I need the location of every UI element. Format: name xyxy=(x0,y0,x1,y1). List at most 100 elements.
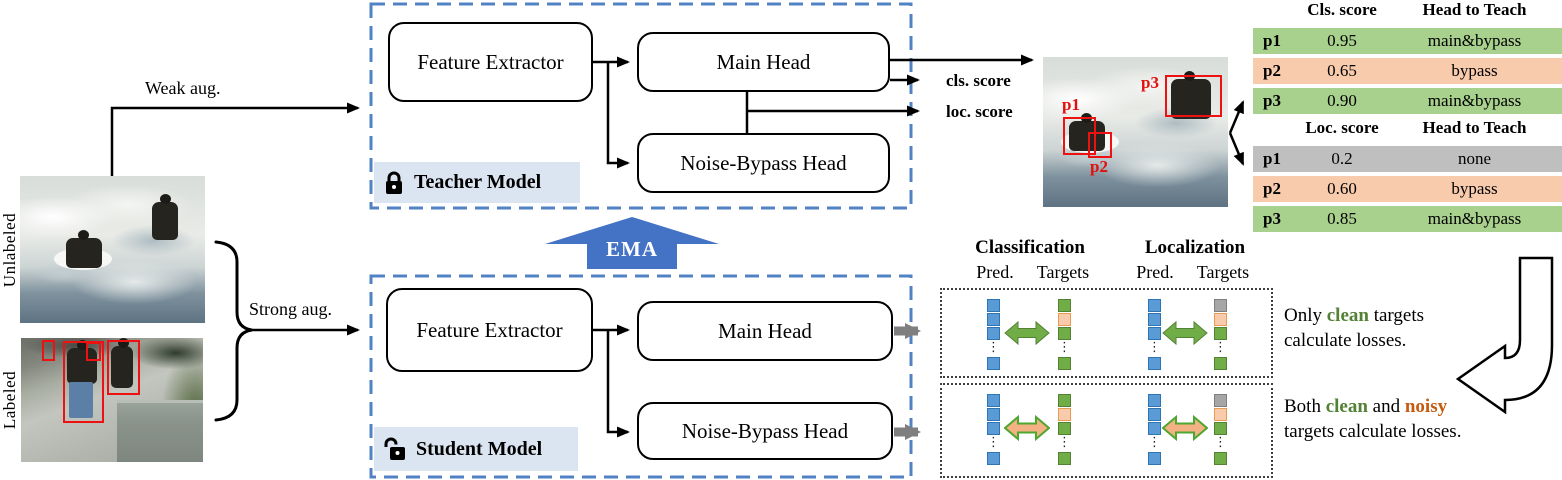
row-id: p1 xyxy=(1263,149,1281,168)
clean-compare-arrow xyxy=(1162,320,1208,346)
gt-bbox xyxy=(107,340,140,395)
classification-header: Classification xyxy=(975,237,1085,258)
pred-bbox-p1 xyxy=(1063,117,1096,155)
blue-square xyxy=(987,394,1000,407)
noisy-compare-arrow xyxy=(1004,414,1050,442)
row-teach: main&bypass xyxy=(1427,31,1522,50)
loc-pred-column: ⋮ xyxy=(1148,299,1161,370)
surfer-figure xyxy=(66,230,102,268)
table-row: p2 0.60 bypass xyxy=(1253,176,1562,202)
pseudo-label-image: p1 p2 p3 xyxy=(1043,57,1228,207)
row-teach: main&bypass xyxy=(1427,209,1522,228)
swimmer-figure xyxy=(152,194,178,240)
unlabeled-axis-label: Unlabeled xyxy=(0,212,19,288)
clean-word: clean xyxy=(1325,396,1368,417)
gray-square xyxy=(1214,299,1227,312)
cls-score-header: Cls. score xyxy=(1307,0,1377,19)
gt-bbox xyxy=(86,342,101,361)
row-teach: none xyxy=(1457,149,1492,168)
loc-targets-column: ⋮ xyxy=(1214,394,1227,465)
blue-square xyxy=(1148,394,1161,407)
note-text: and xyxy=(1367,396,1405,417)
gt-bbox xyxy=(42,340,55,361)
note-text: Only xyxy=(1284,305,1327,326)
row-id: p1 xyxy=(1263,31,1281,50)
teacher-fe-to-bypass-arrow xyxy=(606,62,630,169)
row-teach: bypass xyxy=(1451,179,1498,198)
pred-label-p3: p3 xyxy=(1141,73,1159,92)
teacher-feature-extractor-box: Feature Extractor xyxy=(388,22,593,102)
note-text: calculate losses. xyxy=(1284,330,1407,352)
noisy-compare-arrow xyxy=(1162,414,1208,442)
green-square xyxy=(1058,357,1071,370)
row-score: 0.60 xyxy=(1327,179,1357,198)
pedestrian-figure xyxy=(111,338,133,388)
note-text: targets calculate losses. xyxy=(1284,421,1462,443)
student-noise-bypass-label: Noise-Bypass Head xyxy=(681,418,849,443)
ellipsis: ⋮ xyxy=(1214,340,1227,355)
pred-bbox-p2 xyxy=(1088,132,1112,158)
pred-bbox-p3 xyxy=(1165,75,1222,117)
blue-square xyxy=(1148,357,1161,370)
row-score: 0.2 xyxy=(1331,149,1353,168)
note-text: targets xyxy=(1368,305,1425,326)
strong-aug-label: Strong aug. xyxy=(249,299,332,319)
blue-square xyxy=(1148,452,1161,465)
student-main-head-box: Main Head xyxy=(637,301,893,361)
tables-to-loss-arrow xyxy=(1455,256,1554,415)
green-square xyxy=(1058,299,1071,312)
row-score: 0.90 xyxy=(1327,91,1357,110)
blue-square xyxy=(987,313,1000,326)
loc-targets-header: Targets xyxy=(1196,262,1250,282)
blue-square xyxy=(987,452,1000,465)
blue-square xyxy=(1148,313,1161,326)
ellipsis: ⋮ xyxy=(1214,435,1227,450)
cls-targets-column: ⋮ xyxy=(1058,299,1071,370)
orange-square xyxy=(1058,408,1071,421)
ellipsis: ⋮ xyxy=(1148,340,1161,355)
table-row: p1 0.2 none xyxy=(1253,146,1562,172)
labeled-axis-label: Labeled xyxy=(0,370,19,430)
clean-word: clean xyxy=(1326,305,1369,326)
orange-square xyxy=(1058,313,1071,326)
cls-targets-header: Targets xyxy=(1036,262,1090,282)
row-id: p2 xyxy=(1263,179,1281,198)
student-feature-extractor-box: Feature Extractor xyxy=(386,288,593,372)
green-square xyxy=(1214,422,1227,435)
blue-square xyxy=(1148,408,1161,421)
green-square xyxy=(1058,422,1071,435)
labeled-image xyxy=(21,338,203,462)
weak-aug-label: Weak aug. xyxy=(145,78,221,98)
green-square xyxy=(1214,452,1227,465)
ema-label: EMA xyxy=(606,237,658,261)
noisy-loss-note: Both clean and noisy targets calculate l… xyxy=(1284,394,1504,445)
green-square xyxy=(1214,327,1227,340)
table-row: p2 0.65 bypass xyxy=(1253,58,1562,84)
orange-square xyxy=(1214,313,1227,326)
to-cls-table-arrow xyxy=(1228,100,1245,134)
ellipsis: ⋮ xyxy=(1058,435,1071,450)
clean-loss-note: Only clean targets calculate losses. xyxy=(1284,303,1469,354)
green-square xyxy=(1058,452,1071,465)
student-model-label: Student Model xyxy=(374,427,578,471)
row-id: p2 xyxy=(1263,61,1281,80)
blue-square xyxy=(987,422,1000,435)
ellipsis: ⋮ xyxy=(1058,340,1071,355)
green-square xyxy=(1058,394,1071,407)
row-score: 0.65 xyxy=(1327,61,1357,80)
student-model-title: Student Model xyxy=(416,437,543,460)
cls-table-header: Cls. score Head to Teach xyxy=(1253,0,1562,24)
lock-closed-icon xyxy=(386,171,402,194)
table-row: p1 0.95 main&bypass xyxy=(1253,28,1562,54)
ellipsis: ⋮ xyxy=(987,435,1000,450)
loc-pred-header: Pred. xyxy=(1136,262,1174,282)
gt-bbox xyxy=(63,341,104,423)
skateboarder-figure xyxy=(67,340,97,384)
blue-square xyxy=(987,408,1000,421)
student-noise-bypass-box: Noise-Bypass Head xyxy=(637,402,893,460)
table-row: p3 0.85 main&bypass xyxy=(1253,206,1562,232)
loc-pred-column: ⋮ xyxy=(1148,394,1161,465)
lock-open-icon xyxy=(384,437,405,460)
loc-score-table: Loc. score Head to Teach p1 0.2 none p2 … xyxy=(1253,118,1562,232)
